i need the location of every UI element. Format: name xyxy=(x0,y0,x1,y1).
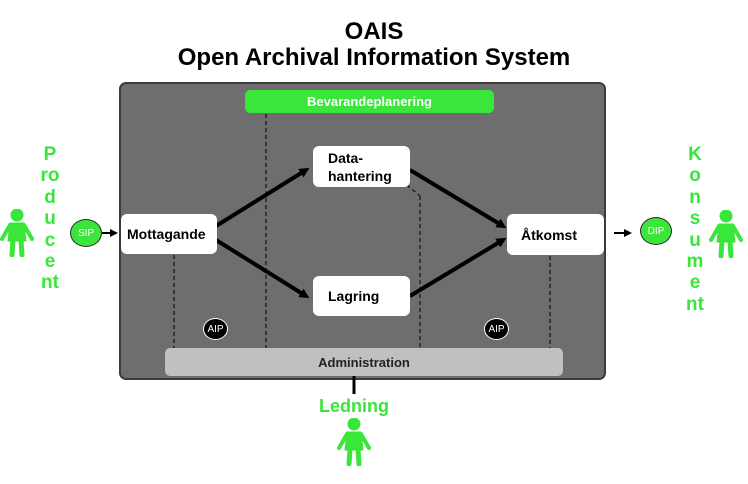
data-management-line1: Data- xyxy=(328,149,364,166)
administration-bar: Administration xyxy=(165,348,563,376)
flow-arrows xyxy=(214,167,507,299)
aip-badge-left: AIP xyxy=(203,318,228,340)
producer-label: Producent xyxy=(40,144,60,294)
data-management-box: Data- hantering xyxy=(313,146,410,187)
aip-badge-right: AIP xyxy=(484,318,509,340)
consumer-label: Konsument xyxy=(686,144,704,315)
person-icon xyxy=(337,418,371,466)
planning-bar: Bevarandeplanering xyxy=(245,90,494,113)
sip-badge: SIP xyxy=(70,219,102,247)
title-oais: OAIS xyxy=(344,18,404,45)
management-label: Ledning xyxy=(319,396,389,416)
person-icon xyxy=(0,209,34,257)
dashed-lines xyxy=(173,114,551,348)
ingest-box: Mottagande xyxy=(121,214,217,254)
title-subtitle: Open Archival Information System xyxy=(177,44,571,71)
dip-badge: DIP xyxy=(640,217,672,245)
person-icon xyxy=(709,210,743,258)
access-box: Åtkomst xyxy=(507,214,604,255)
storage-box: Lagring xyxy=(313,276,410,316)
data-management-line2: hantering xyxy=(328,167,392,184)
